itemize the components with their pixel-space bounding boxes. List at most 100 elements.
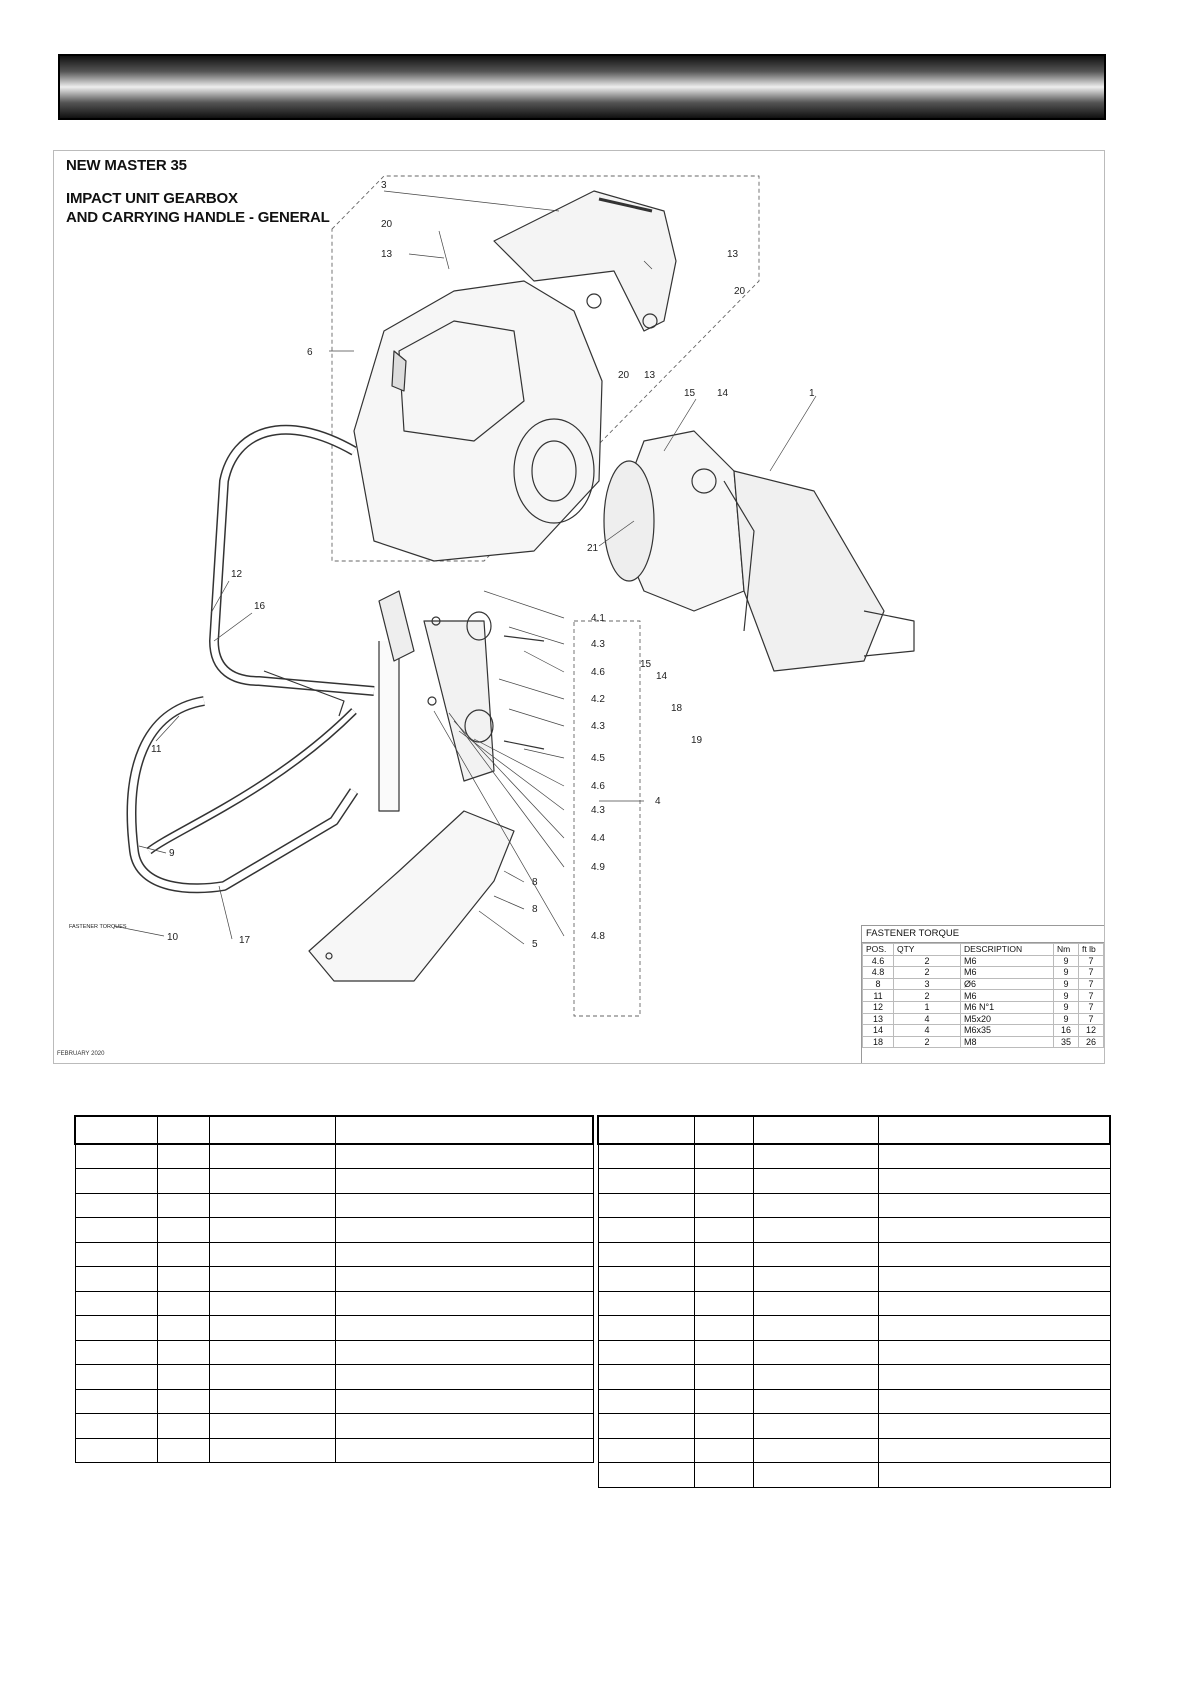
callout-label: 14: [656, 671, 668, 682]
parts-cell: [334, 1266, 594, 1292]
parts-cell: [208, 1266, 336, 1292]
parts-cell: [693, 1143, 754, 1169]
parts-cell: [156, 1217, 210, 1243]
table-row: [597, 1315, 1111, 1341]
torque-cell: 7: [1078, 954, 1104, 968]
parts-cell: [693, 1241, 754, 1267]
parts-cell: [74, 1290, 158, 1316]
parts-cell: [597, 1192, 695, 1218]
parts-cell: [877, 1192, 1111, 1218]
parts-cell: [208, 1290, 336, 1316]
callout-label: 15: [640, 659, 652, 670]
torque-cell: 13: [862, 1012, 894, 1026]
callout-label: 15: [684, 388, 696, 399]
callout-label: 4.3: [591, 721, 605, 732]
callout-label: 3: [381, 180, 387, 191]
torque-cell: 7: [1078, 977, 1104, 991]
callout-label: 4.3: [591, 805, 605, 816]
parts-cell: [597, 1413, 695, 1439]
parts-header-cell: [877, 1115, 1111, 1145]
assembly-group-outline: [331, 175, 760, 562]
table-row: [74, 1168, 594, 1194]
parts-cell: [74, 1168, 158, 1194]
parts-cell: [156, 1437, 210, 1463]
parts-cell: [334, 1192, 594, 1218]
parts-cell: [752, 1290, 879, 1316]
parts-cell: [156, 1315, 210, 1341]
parts-cell: [693, 1413, 754, 1439]
parts-cell: [877, 1315, 1111, 1341]
callout-label: 8: [532, 904, 538, 915]
callout-label: 20: [618, 370, 630, 381]
parts-cell: [693, 1315, 754, 1341]
table-row: [597, 1143, 1111, 1169]
parts-cell: [334, 1413, 594, 1439]
table-row: [74, 1192, 594, 1218]
parts-cell: [877, 1364, 1111, 1390]
table-row: [597, 1266, 1111, 1292]
torque-cell: 14: [862, 1024, 894, 1037]
torque-header-qty: QTY: [893, 943, 961, 956]
parts-cell: [208, 1315, 336, 1341]
torque-cell: 2: [893, 1035, 961, 1049]
parts-cell: [752, 1315, 879, 1341]
parts-cell: [752, 1413, 879, 1439]
torque-cell: 8: [862, 977, 894, 991]
parts-cell: [208, 1192, 336, 1218]
parts-cell: [752, 1364, 879, 1390]
callout-label: 4.3: [591, 639, 605, 650]
table-row: [597, 1241, 1111, 1267]
parts-cell: [334, 1168, 594, 1194]
torque-cell: 16: [1053, 1024, 1079, 1037]
torque-cell: 26: [1078, 1035, 1104, 1049]
exploded-view-drawing: 3 20 13 13 20 6 20 13 15 14 1 21 15 14 1…: [69, 175, 915, 1017]
parts-cell: [74, 1192, 158, 1218]
exploded-diagram: NEW MASTER 35 IMPACT UNIT GEARBOX AND CA…: [53, 150, 1105, 1064]
torque-cell: M5x20: [960, 1012, 1054, 1026]
parts-cell: [208, 1437, 336, 1463]
torque-cell: 18: [862, 1035, 894, 1049]
callout-label: 18: [671, 703, 683, 714]
parts-cell: [74, 1143, 158, 1169]
torque-cell: M6 N°1: [960, 1000, 1054, 1014]
parts-cell: [877, 1388, 1111, 1414]
parts-cell: [752, 1192, 879, 1218]
parts-cell: [208, 1241, 336, 1267]
parts-cell: [877, 1437, 1111, 1463]
parts-cell: [334, 1388, 594, 1414]
torque-cell: 3: [893, 977, 961, 991]
parts-cell: [334, 1241, 594, 1267]
parts-cell: [597, 1143, 695, 1169]
torque-cell: M6: [960, 966, 1054, 979]
parts-cell: [156, 1339, 210, 1365]
parts-cell: [74, 1217, 158, 1243]
parts-cell: [693, 1437, 754, 1463]
table-row: [74, 1290, 594, 1316]
table-row: [74, 1339, 594, 1365]
parts-cell: [752, 1217, 879, 1243]
parts-cell: [752, 1339, 879, 1365]
torque-cell: 7: [1078, 1000, 1104, 1014]
torque-cell: 9: [1053, 966, 1079, 979]
callout-label: 4.4: [591, 833, 605, 844]
parts-header-cell: [208, 1115, 336, 1145]
parts-cell: [693, 1290, 754, 1316]
table-row: [597, 1217, 1111, 1243]
parts-cell: [693, 1462, 754, 1488]
table-row: [597, 1168, 1111, 1194]
parts-cell: [334, 1143, 594, 1169]
parts-cell: [156, 1192, 210, 1218]
parts-cell: [693, 1364, 754, 1390]
parts-cell: [752, 1388, 879, 1414]
parts-cell: [597, 1388, 695, 1414]
parts-cell: [877, 1143, 1111, 1169]
fastener-torque-table: FASTENER TORQUE POS. QTY DESCRIPTION Nm …: [861, 925, 1104, 1063]
parts-cell: [752, 1266, 879, 1292]
parts-cell: [208, 1388, 336, 1414]
parts-header-cell: [156, 1115, 210, 1145]
